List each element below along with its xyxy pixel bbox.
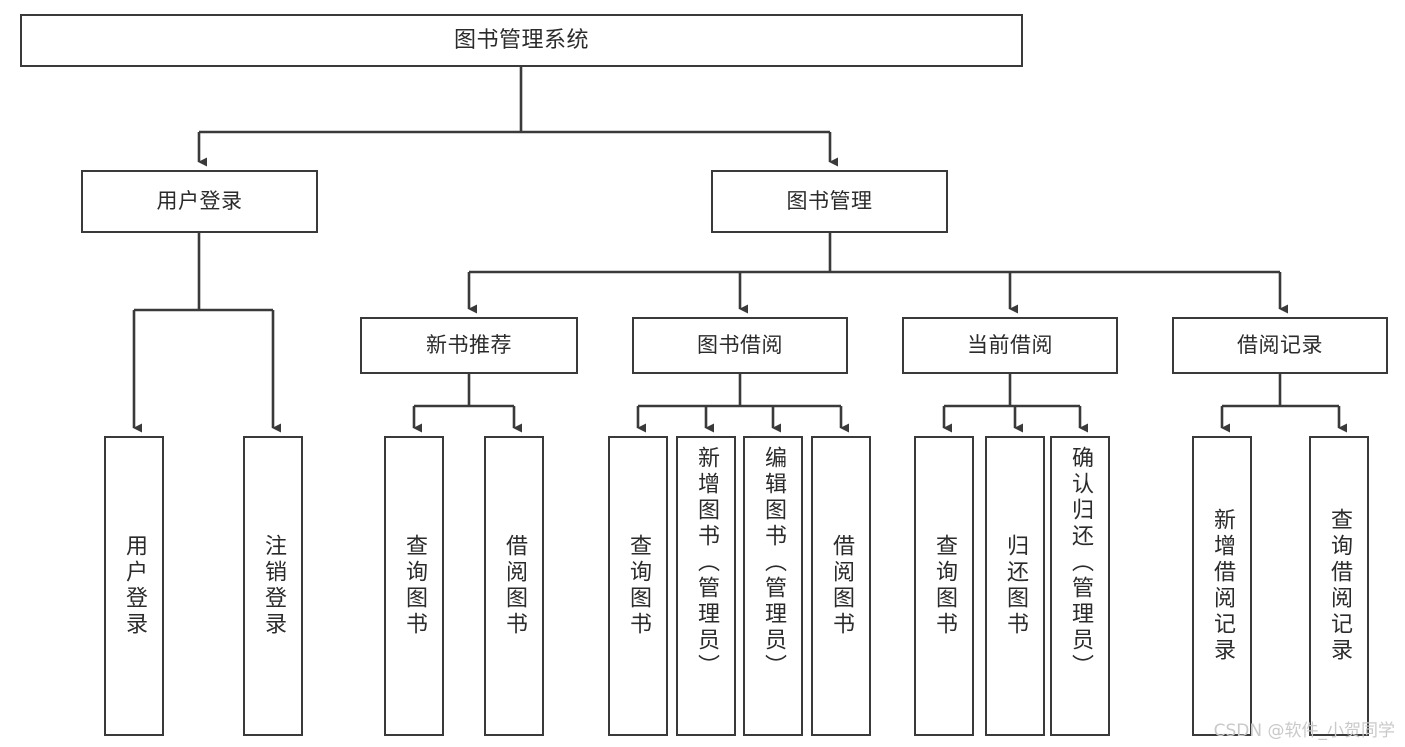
node-label: 图书管理 bbox=[786, 189, 873, 214]
node-label: 当前借阅 bbox=[967, 333, 1053, 358]
node-label: 新书推荐 bbox=[426, 333, 512, 358]
leaf-query-borrow-record[interactable]: 查询借阅记录 bbox=[1309, 436, 1369, 736]
node-label: 归还图书 bbox=[1003, 534, 1028, 638]
node-label: 查询图书 bbox=[932, 534, 957, 638]
node-label: 确认归还（管理员） bbox=[1068, 446, 1093, 680]
leaf-add-borrow-record[interactable]: 新增借阅记录 bbox=[1192, 436, 1252, 736]
leaf-user-login[interactable]: 用户登录 bbox=[104, 436, 164, 736]
node-borrow-records[interactable]: 借阅记录 bbox=[1172, 317, 1388, 374]
node-label: 查询图书 bbox=[402, 534, 427, 638]
node-user-login[interactable]: 用户登录 bbox=[81, 170, 318, 233]
node-label: 用户登录 bbox=[156, 189, 243, 214]
node-label: 借阅记录 bbox=[1237, 333, 1323, 358]
leaf-logout[interactable]: 注销登录 bbox=[243, 436, 303, 736]
node-label: 新增图书（管理员） bbox=[694, 446, 719, 680]
leaf-query-books-recommend[interactable]: 查询图书 bbox=[384, 436, 444, 736]
node-label: 图书管理系统 bbox=[453, 27, 589, 53]
node-root-system[interactable]: 图书管理系统 bbox=[20, 14, 1023, 67]
leaf-edit-book-admin[interactable]: 编辑图书（管理员） bbox=[743, 436, 803, 736]
leaf-query-books-current[interactable]: 查询图书 bbox=[914, 436, 974, 736]
node-label: 借阅图书 bbox=[502, 534, 527, 638]
node-book-borrow[interactable]: 图书借阅 bbox=[632, 317, 848, 374]
leaf-borrow-books-recommend[interactable]: 借阅图书 bbox=[484, 436, 544, 736]
leaf-query-books-borrow[interactable]: 查询图书 bbox=[608, 436, 668, 736]
leaf-confirm-return-admin[interactable]: 确认归还（管理员） bbox=[1050, 436, 1110, 736]
node-book-management[interactable]: 图书管理 bbox=[711, 170, 948, 233]
node-new-book-recommend[interactable]: 新书推荐 bbox=[360, 317, 578, 374]
node-label: 新增借阅记录 bbox=[1210, 508, 1235, 664]
leaf-borrow-books[interactable]: 借阅图书 bbox=[811, 436, 871, 736]
node-label: 注销登录 bbox=[261, 534, 286, 638]
node-current-borrow[interactable]: 当前借阅 bbox=[902, 317, 1118, 374]
leaf-return-books[interactable]: 归还图书 bbox=[985, 436, 1045, 736]
node-label: 借阅图书 bbox=[829, 534, 854, 638]
node-label: 查询图书 bbox=[626, 534, 651, 638]
node-label: 用户登录 bbox=[122, 534, 147, 638]
node-label: 图书借阅 bbox=[697, 333, 783, 358]
csdn-watermark: CSDN @软件_小贺同学 bbox=[1213, 721, 1395, 741]
node-label: 编辑图书（管理员） bbox=[761, 446, 786, 680]
node-label: 查询借阅记录 bbox=[1327, 508, 1352, 664]
leaf-add-book-admin[interactable]: 新增图书（管理员） bbox=[676, 436, 736, 736]
